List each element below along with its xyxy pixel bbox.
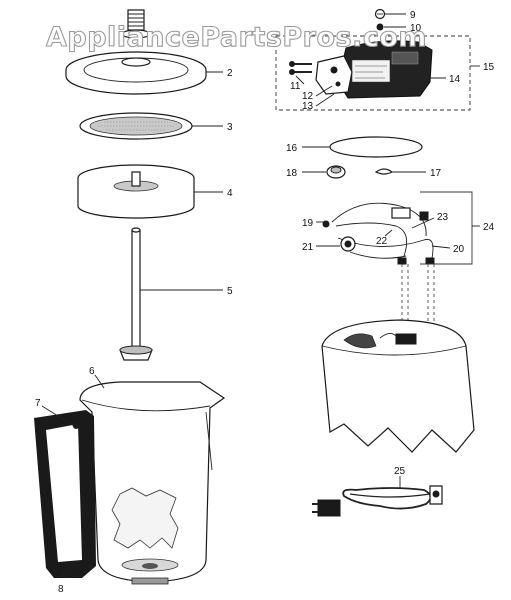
part-label-18: 18: [286, 168, 298, 179]
coupler-part: [326, 165, 346, 179]
top-knob: [121, 9, 151, 39]
part-label-22: 22: [376, 236, 388, 247]
part-label-21: 21: [302, 242, 314, 253]
shaft-part: [119, 227, 153, 361]
harness-bracket: [420, 191, 473, 265]
filter-disc-part: [79, 112, 193, 140]
part-label-5: 5: [227, 286, 233, 297]
part-label-13: 13: [302, 101, 314, 112]
watermark: AppliancePartsPros.com: [46, 22, 427, 53]
basket-part: [77, 164, 195, 219]
part-label-6: 6: [89, 366, 95, 377]
power-cord-part: [312, 485, 443, 517]
part-label-3: 3: [227, 122, 233, 133]
part-label-25: 25: [394, 466, 406, 477]
part-label-12: 12: [302, 91, 314, 102]
part-label-20: 20: [453, 244, 465, 255]
leader-lines: [41, 13, 480, 579]
part-label-15: 15: [483, 62, 495, 73]
bracket-screws-part: [289, 61, 312, 75]
clip-part: [374, 168, 394, 175]
part-label-10: 10: [410, 23, 422, 34]
assembly-guide-lines: [401, 264, 435, 340]
lid-part: [65, 51, 207, 95]
part-label-16: 16: [286, 143, 298, 154]
switch-assembly-box: [275, 35, 471, 111]
switch-housing-part: [337, 40, 433, 99]
part-label-4: 4: [227, 188, 233, 199]
part-label-19: 19: [302, 218, 314, 229]
part-label-9: 9: [410, 10, 416, 21]
motor-base-part: [321, 319, 475, 453]
pitcher-body-part: [79, 381, 226, 585]
part-label-24: 24: [483, 222, 495, 233]
part-label-11: 11: [290, 81, 301, 92]
handle-part: [34, 410, 96, 578]
part-label-7: 7: [35, 398, 41, 409]
wiring-harness-part: [322, 202, 435, 265]
part-label-14: 14: [449, 74, 461, 85]
part-label-17: 17: [430, 168, 442, 179]
part-label-2: 2: [227, 68, 233, 79]
part-label-23: 23: [437, 212, 449, 223]
gasket-ring-part: [329, 136, 423, 158]
screw-part: [73, 423, 79, 429]
part-label-8: 8: [58, 584, 64, 595]
switch-bracket-part: [315, 55, 353, 95]
